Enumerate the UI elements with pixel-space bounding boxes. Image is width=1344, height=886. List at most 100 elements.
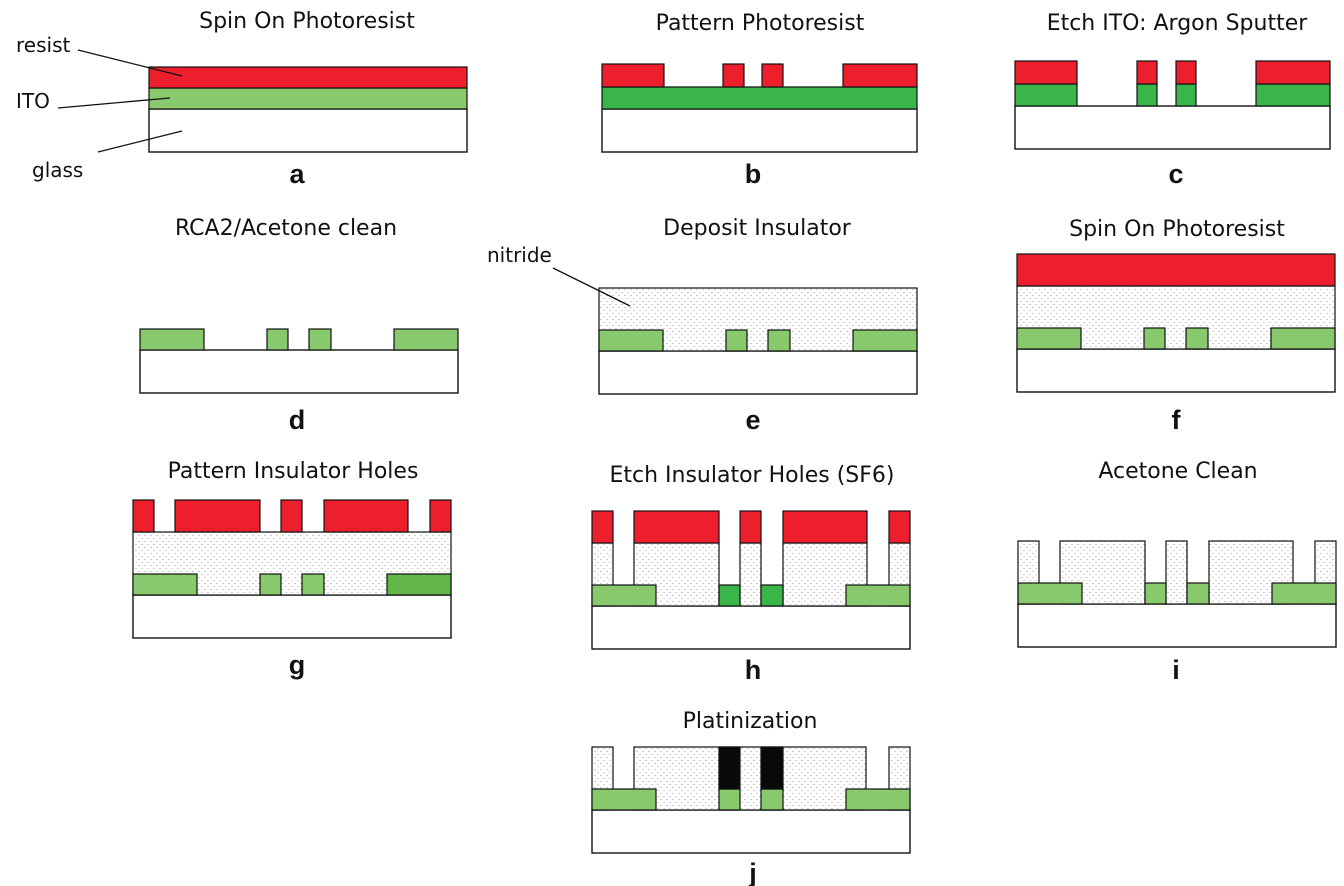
panel-h-resist-block: [782, 510, 868, 544]
panel-a-resist-layer: [148, 66, 468, 89]
panel-e-ito-block: [767, 329, 791, 352]
panel-d: RCA2/Acetone clean d: [139, 216, 459, 435]
panel-d-ito-block: [308, 328, 332, 351]
panel-d-ito-block: [266, 328, 289, 351]
panel-c: Etch ITO: Argon Sputter c: [1014, 11, 1331, 189]
callout-resist-leader: [77, 49, 183, 77]
panel-c-resist-block: [1175, 60, 1197, 85]
panel-h-resist-block: [739, 510, 762, 544]
callout-ito: ITO: [16, 89, 50, 113]
panel-f-glass-substrate: [1016, 348, 1336, 393]
panel-g-ito-block: [301, 573, 325, 596]
panel-b-title: Pattern Photoresist: [656, 11, 865, 36]
panel-d-glass-substrate: [139, 349, 459, 394]
panel-g-glass-substrate: [132, 594, 452, 639]
panel-f-title: Spin On Photoresist: [1069, 217, 1285, 242]
panel-h-resist-block: [633, 510, 720, 544]
panel-g-resist-block: [280, 499, 303, 533]
panel-g-ito-block: [132, 573, 198, 596]
panel-b-label: b: [745, 159, 762, 189]
panel-c-title: Etch ITO: Argon Sputter: [1047, 11, 1309, 36]
panel-c-ito-block: [1014, 83, 1078, 107]
panel-j-ito-block: [760, 788, 784, 811]
panel-i-ito-block: [1186, 582, 1210, 605]
panel-h-ito-block: [845, 584, 911, 607]
panel-b-resist-block: [842, 63, 918, 88]
panel-a-label: a: [289, 159, 305, 189]
panel-b-resist-block: [601, 63, 665, 88]
panel-j-nitride-block: [633, 746, 867, 811]
panel-a-ito-layer: [148, 87, 468, 110]
panel-f-ito-block: [1185, 327, 1209, 350]
panel-g-resist-block: [174, 499, 261, 533]
panel-h-ito-block: [760, 584, 784, 607]
panel-b-resist-block: [722, 63, 745, 88]
panel-i: Acetone Clean i: [1017, 459, 1337, 685]
panel-a-title: Spin On Photoresist: [199, 9, 415, 34]
panel-j-ito-block: [845, 788, 911, 811]
panel-g-ito-block: [386, 573, 452, 596]
panel-j-ito-block: [591, 788, 657, 811]
panel-i-nitride-block: [1165, 540, 1188, 605]
callout-resist: resist: [16, 33, 70, 57]
panel-g-resist-block: [323, 499, 409, 533]
panel-a-glass-substrate: [148, 108, 468, 153]
panel-c-ito-block: [1136, 83, 1158, 107]
panel-j-ito-block: [718, 788, 741, 811]
panel-h: Etch Insulator Holes (SF6) h: [591, 463, 911, 685]
panel-c-glass-substrate: [1014, 105, 1331, 150]
panel-h-label: h: [745, 655, 762, 685]
panel-f-resist-layer: [1016, 253, 1336, 287]
panel-c-ito-block: [1255, 83, 1331, 107]
panel-i-label: i: [1172, 655, 1180, 685]
panel-j: Platinization j: [591, 709, 911, 886]
panel-i-ito-block: [1017, 582, 1083, 605]
panel-b-ito-layer: [601, 86, 918, 110]
panel-f-ito-block: [1016, 327, 1082, 350]
callout-ito-leader: [57, 97, 171, 109]
panel-f-ito-block: [1270, 327, 1336, 350]
panel-f: Spin On Photoresist f: [1016, 217, 1336, 435]
panel-d-title: RCA2/Acetone clean: [175, 216, 397, 241]
panel-g-ito-block: [259, 573, 282, 596]
panel-h-ito-block: [591, 584, 657, 607]
panel-g-title: Pattern Insulator Holes: [168, 459, 419, 484]
panel-f-ito-block: [1143, 327, 1166, 350]
panel-c-resist-block: [1136, 60, 1158, 85]
panel-h-ito-block: [718, 584, 741, 607]
panel-e-title: Deposit Insulator: [663, 216, 852, 241]
panel-b-glass-substrate: [601, 108, 918, 153]
panel-j-title: Platinization: [683, 709, 818, 734]
callout-glass: glass: [32, 158, 83, 182]
panel-i-ito-block: [1144, 582, 1167, 605]
panel-g-resist-block: [429, 499, 452, 533]
panel-h-title: Etch Insulator Holes (SF6): [609, 463, 894, 488]
panel-e-label: e: [745, 405, 760, 435]
panel-d-ito-block: [139, 328, 205, 351]
panel-i-glass-substrate: [1017, 603, 1337, 648]
panel-a: Spin On Photoresist resist ITO glass a: [16, 9, 468, 189]
panel-b: Pattern Photoresist b: [601, 11, 918, 189]
callout-nitride-leader: [552, 267, 631, 307]
panel-i-title: Acetone Clean: [1098, 459, 1257, 484]
panel-j-platinum-fill: [718, 746, 741, 790]
panel-c-resist-block: [1014, 60, 1078, 85]
panel-c-resist-block: [1255, 60, 1331, 85]
panel-j-label: j: [748, 858, 757, 886]
panel-b-resist-block: [761, 63, 784, 88]
panel-e-ito-block: [852, 329, 918, 352]
panel-e-glass-substrate: [598, 350, 918, 395]
panel-f-label: f: [1172, 405, 1182, 435]
panel-g-label: g: [289, 650, 306, 680]
callout-nitride: nitride: [487, 243, 552, 267]
panel-c-label: c: [1168, 159, 1183, 189]
panel-j-platinum-fill: [760, 746, 784, 790]
panel-e-ito-block: [725, 329, 748, 352]
panel-d-ito-block: [393, 328, 459, 351]
panel-e: Deposit Insulator nitride e: [487, 216, 918, 435]
panel-h-resist-block: [888, 510, 911, 544]
panel-h-glass-substrate: [591, 605, 911, 650]
panel-g-resist-block: [132, 499, 155, 533]
panel-i-ito-block: [1271, 582, 1337, 605]
